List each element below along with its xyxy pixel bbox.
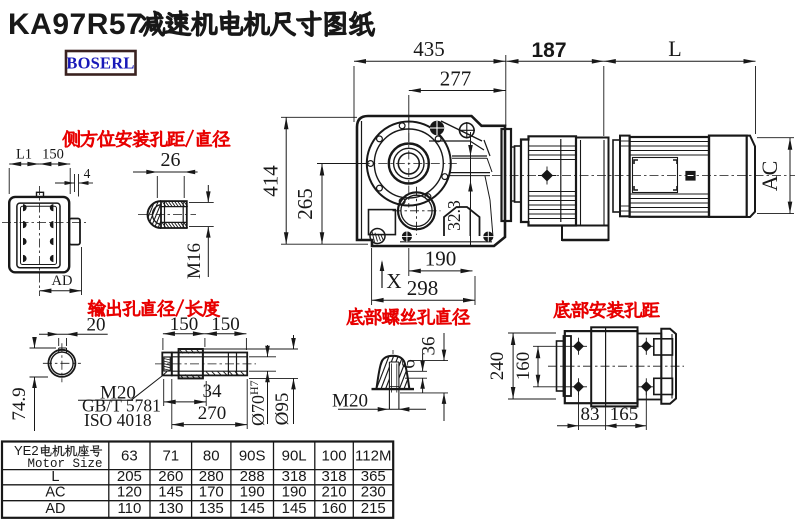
svg-text:135: 135 xyxy=(199,500,224,517)
svg-text:130: 130 xyxy=(158,500,183,517)
svg-text:160: 160 xyxy=(513,352,534,381)
svg-text:AD: AD xyxy=(52,273,73,289)
svg-text:20: 20 xyxy=(87,315,106,336)
svg-text:M20: M20 xyxy=(100,383,136,404)
svg-text:M20: M20 xyxy=(332,391,368,412)
svg-text:280: 280 xyxy=(199,468,224,485)
svg-text:210: 210 xyxy=(322,484,347,501)
svg-text:260: 260 xyxy=(158,468,183,485)
svg-text:AC: AC xyxy=(45,485,65,501)
svg-text:414: 414 xyxy=(259,165,283,197)
svg-text:36: 36 xyxy=(419,337,440,356)
svg-text:4: 4 xyxy=(84,166,91,181)
svg-text:145: 145 xyxy=(158,484,183,501)
svg-text:435: 435 xyxy=(413,37,445,61)
svg-text:190: 190 xyxy=(240,484,265,501)
svg-text:34: 34 xyxy=(203,381,223,402)
svg-text:288: 288 xyxy=(240,468,265,485)
svg-text:190: 190 xyxy=(282,484,307,501)
svg-text:145: 145 xyxy=(240,500,265,517)
svg-text:277: 277 xyxy=(440,67,472,91)
svg-text:80: 80 xyxy=(203,448,220,465)
svg-text:150: 150 xyxy=(211,314,240,335)
svg-text:BOSERL: BOSERL xyxy=(66,54,134,73)
svg-text:M16: M16 xyxy=(184,243,205,279)
svg-text:32.3: 32.3 xyxy=(444,200,464,231)
svg-text:L1: L1 xyxy=(16,147,32,163)
svg-text:71: 71 xyxy=(162,448,179,465)
svg-text:ISO 4018: ISO 4018 xyxy=(84,410,152,430)
svg-text:215: 215 xyxy=(361,500,386,517)
svg-text:6: 6 xyxy=(399,359,420,369)
svg-text:L: L xyxy=(51,469,59,485)
svg-text:26: 26 xyxy=(161,149,181,171)
svg-text:YE2: YE2 xyxy=(14,443,39,458)
svg-text:265: 265 xyxy=(293,188,317,220)
svg-text:318: 318 xyxy=(322,468,347,485)
svg-text:298: 298 xyxy=(407,276,439,300)
svg-text:100: 100 xyxy=(322,448,347,465)
svg-text:KA97R57: KA97R57 xyxy=(8,8,143,41)
svg-text:74.9: 74.9 xyxy=(9,387,30,420)
svg-text:112M: 112M xyxy=(355,448,391,465)
svg-text:Ø95: Ø95 xyxy=(272,393,293,426)
svg-text:90S: 90S xyxy=(239,448,266,465)
svg-text:187: 187 xyxy=(531,39,566,62)
svg-text:83: 83 xyxy=(581,404,600,425)
svg-text:240: 240 xyxy=(487,352,508,381)
svg-text:145: 145 xyxy=(282,500,307,517)
svg-text:190: 190 xyxy=(425,247,457,271)
svg-text:230: 230 xyxy=(361,484,386,501)
svg-text:90L: 90L xyxy=(282,448,307,465)
svg-text:165: 165 xyxy=(610,404,639,425)
svg-text:365: 365 xyxy=(361,468,386,485)
svg-text:63: 63 xyxy=(121,448,138,465)
svg-text:160: 160 xyxy=(322,500,347,517)
svg-text:120: 120 xyxy=(117,484,142,501)
svg-text:L: L xyxy=(668,36,681,61)
svg-text:AD: AD xyxy=(45,501,65,517)
svg-text:170: 170 xyxy=(199,484,224,501)
svg-text:Motor Size: Motor Size xyxy=(28,457,103,471)
svg-text:X: X xyxy=(386,269,401,293)
svg-text:150: 150 xyxy=(170,314,199,335)
svg-text:318: 318 xyxy=(282,468,307,485)
svg-text:110: 110 xyxy=(117,500,141,517)
svg-text:AC: AC xyxy=(757,161,782,192)
svg-text:270: 270 xyxy=(198,403,227,424)
svg-text:150: 150 xyxy=(42,147,64,163)
svg-text:205: 205 xyxy=(117,468,142,485)
svg-text:GB/T 5781: GB/T 5781 xyxy=(82,396,161,416)
